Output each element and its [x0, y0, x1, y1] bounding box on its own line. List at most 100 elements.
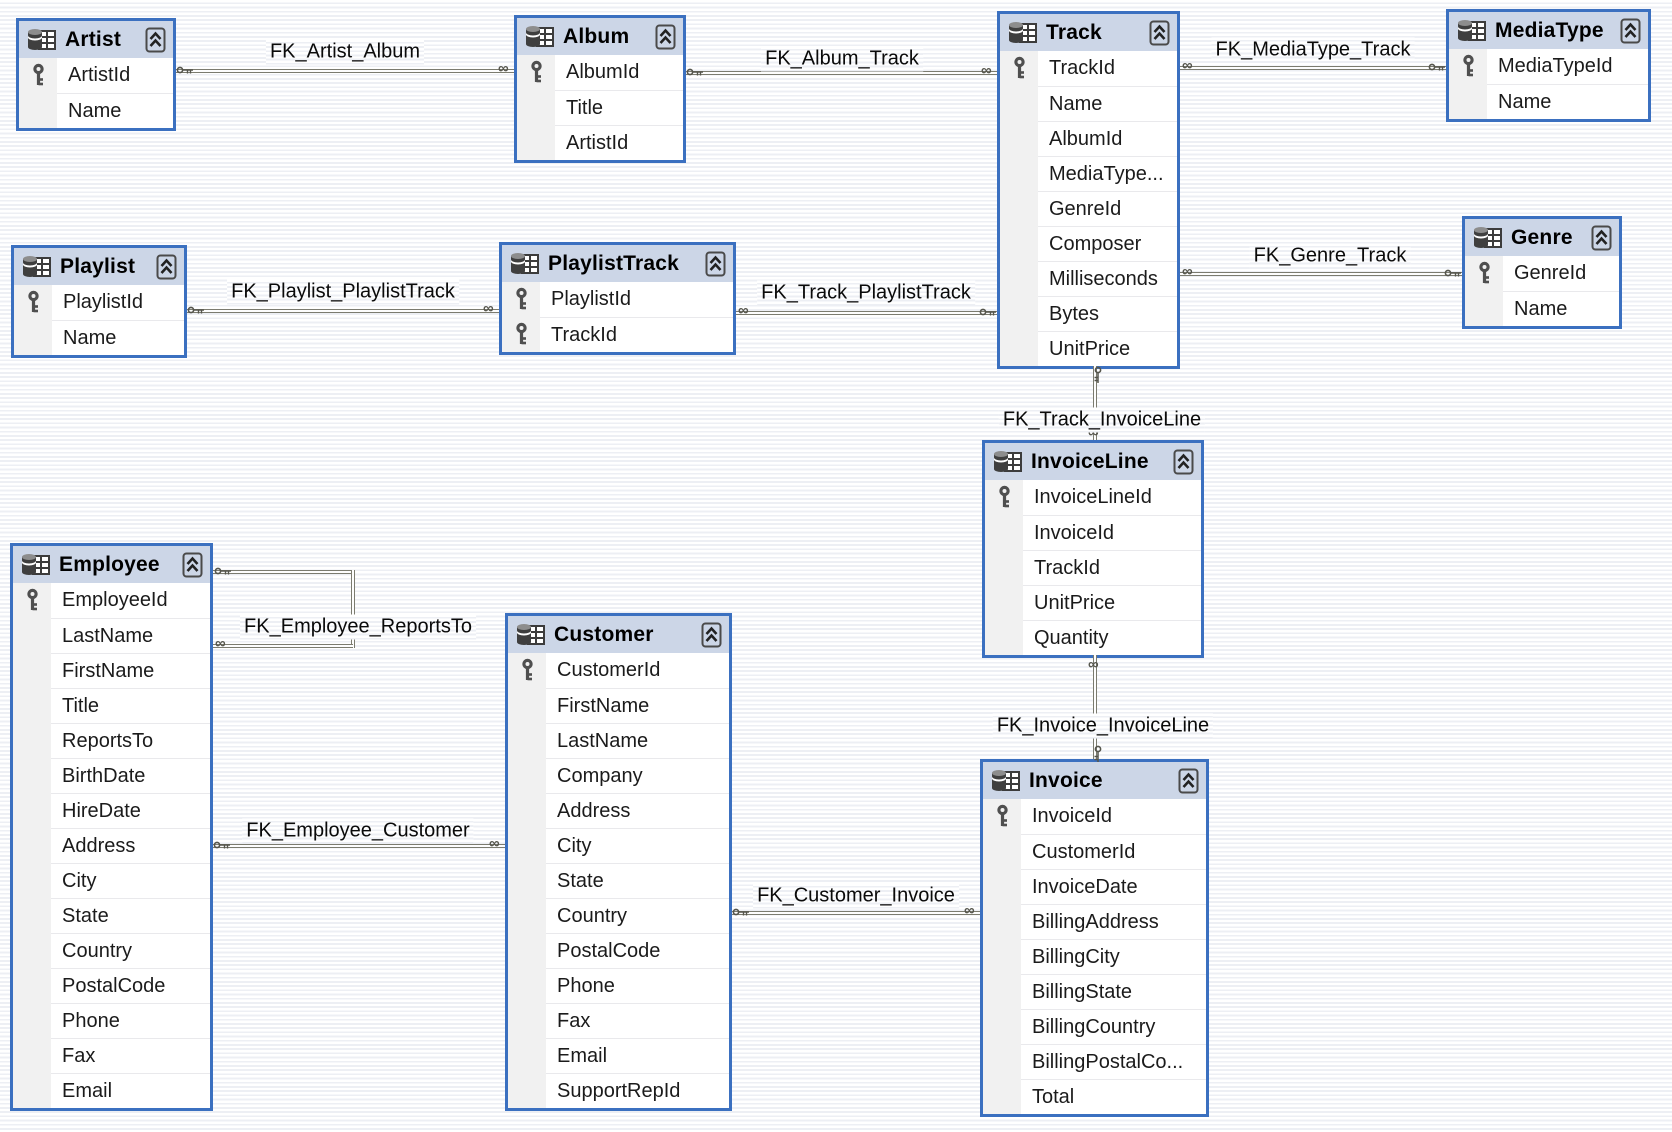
field-row[interactable]: Name — [1465, 291, 1619, 326]
field-row[interactable]: Quantity — [985, 620, 1201, 655]
field-row[interactable]: State — [13, 898, 210, 933]
field-row[interactable]: PlaylistId — [502, 282, 733, 317]
field-row[interactable]: TrackId — [985, 550, 1201, 585]
relationship-line[interactable] — [213, 844, 505, 848]
field-row[interactable]: MediaTypeId — [1449, 49, 1648, 84]
field-row[interactable]: Country — [508, 898, 729, 933]
field-row[interactable]: PostalCode — [13, 968, 210, 1003]
field-row[interactable]: BillingCountry — [983, 1009, 1206, 1044]
field-row[interactable]: BillingAddress — [983, 904, 1206, 939]
field-row[interactable]: ReportsTo — [13, 723, 210, 758]
relationship-line[interactable] — [213, 644, 353, 648]
field-row[interactable]: InvoiceLineId — [985, 480, 1201, 515]
field-row[interactable]: MediaType... — [1000, 156, 1177, 191]
field-row[interactable]: PlaylistId — [14, 285, 184, 320]
field-row[interactable]: LastName — [13, 618, 210, 653]
field-row[interactable]: CustomerId — [983, 834, 1206, 869]
field-row[interactable]: ArtistId — [517, 125, 683, 160]
field-row[interactable]: FirstName — [13, 653, 210, 688]
field-row[interactable]: Phone — [13, 1003, 210, 1038]
field-row[interactable]: Fax — [508, 1003, 729, 1038]
relationship-label[interactable]: FK_Employee_ReportsTo — [240, 614, 476, 640]
collapse-button[interactable] — [1177, 767, 1200, 795]
relationship-line[interactable] — [1180, 272, 1462, 276]
collapse-button[interactable] — [144, 26, 167, 54]
field-row[interactable]: Name — [1000, 86, 1177, 121]
field-row[interactable]: Title — [517, 90, 683, 125]
collapse-button[interactable] — [654, 23, 677, 51]
relationship-label[interactable]: FK_Artist_Album — [265, 39, 425, 65]
field-row[interactable]: GenreId — [1000, 191, 1177, 226]
field-row[interactable]: AlbumId — [517, 55, 683, 90]
collapse-button[interactable] — [155, 253, 178, 281]
field-row[interactable]: AlbumId — [1000, 121, 1177, 156]
field-row[interactable]: City — [508, 828, 729, 863]
collapse-button[interactable] — [1148, 19, 1171, 47]
field-row[interactable]: Total — [983, 1079, 1206, 1114]
field-row[interactable]: Milliseconds — [1000, 261, 1177, 296]
field-row[interactable]: Name — [14, 320, 184, 355]
field-row[interactable]: Email — [13, 1073, 210, 1108]
field-row[interactable]: Country — [13, 933, 210, 968]
field-row[interactable]: BillingPostalCo... — [983, 1044, 1206, 1079]
relationship-label[interactable]: FK_Customer_Invoice — [753, 883, 959, 909]
field-row[interactable]: ArtistId — [19, 58, 173, 93]
field-row[interactable]: Fax — [13, 1038, 210, 1073]
relationship-line[interactable] — [1093, 366, 1097, 440]
field-row[interactable]: State — [508, 863, 729, 898]
collapse-button[interactable] — [704, 250, 727, 278]
field-row[interactable]: Company — [508, 758, 729, 793]
field-row[interactable]: Title — [13, 688, 210, 723]
field-row[interactable]: BirthDate — [13, 758, 210, 793]
relationship-line[interactable] — [732, 911, 980, 915]
field-row[interactable]: Email — [508, 1038, 729, 1073]
field-row[interactable]: InvoiceId — [983, 799, 1206, 834]
field-row[interactable]: Bytes — [1000, 296, 1177, 331]
relationship-line[interactable] — [176, 69, 514, 73]
field-row[interactable]: TrackId — [502, 317, 733, 352]
relationship-label[interactable]: FK_MediaType_Track — [1211, 37, 1415, 63]
collapse-button[interactable] — [1172, 448, 1195, 476]
relationship-label[interactable]: FK_Employee_Customer — [242, 818, 474, 844]
relationship-label[interactable]: FK_Album_Track — [761, 46, 923, 72]
field-row[interactable]: EmployeeId — [13, 583, 210, 618]
field-row[interactable]: Name — [1449, 84, 1648, 119]
field-row[interactable]: LastName — [508, 723, 729, 758]
field-row[interactable]: City — [13, 863, 210, 898]
relationship-line[interactable] — [187, 309, 499, 313]
field-row[interactable]: BillingCity — [983, 939, 1206, 974]
relationship-line[interactable] — [1180, 66, 1446, 70]
field-row[interactable]: BillingState — [983, 974, 1206, 1009]
field-row[interactable]: Phone — [508, 968, 729, 1003]
relationship-line[interactable] — [1093, 655, 1097, 759]
field-row[interactable]: Address — [13, 828, 210, 863]
field-row[interactable]: Name — [19, 93, 173, 128]
collapse-button[interactable] — [1590, 224, 1613, 252]
field-row[interactable]: Address — [508, 793, 729, 828]
field-row[interactable]: SupportRepId — [508, 1073, 729, 1108]
relationship-line[interactable] — [686, 71, 997, 75]
field-row[interactable]: CustomerId — [508, 653, 729, 688]
field-row[interactable]: UnitPrice — [1000, 331, 1177, 366]
field-row[interactable]: HireDate — [13, 793, 210, 828]
relationship-label[interactable]: FK_Invoice_InvoiceLine — [992, 713, 1214, 739]
field-row[interactable]: Composer — [1000, 226, 1177, 261]
relationship-line[interactable] — [213, 570, 353, 574]
collapse-button[interactable] — [181, 551, 204, 579]
relationship-label[interactable]: FK_Genre_Track — [1249, 243, 1411, 269]
relationship-label[interactable]: FK_Track_InvoiceLine — [998, 407, 1206, 433]
relationship-line[interactable] — [351, 570, 355, 648]
field-row[interactable]: InvoiceDate — [983, 869, 1206, 904]
